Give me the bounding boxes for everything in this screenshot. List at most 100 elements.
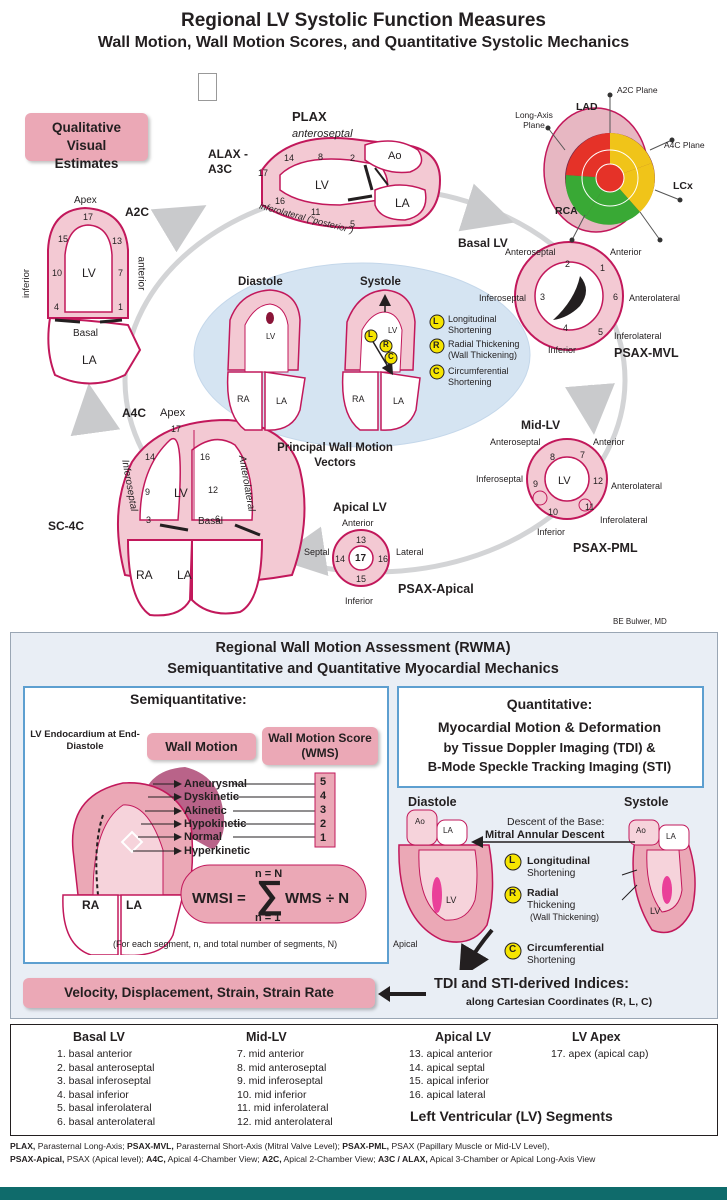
quant-longitudinal: Longitudinal bbox=[527, 855, 590, 867]
apical-list: 13. apical anterior 14. apical septal 15… bbox=[409, 1048, 492, 1102]
a2c-anterior: anterior bbox=[135, 256, 147, 291]
list-item: 15. apical inferior bbox=[409, 1075, 489, 1087]
quant-circ-shortening: Shortening bbox=[527, 955, 576, 966]
apical-seg-15: 15 bbox=[356, 574, 367, 584]
abbr-def: Parasternal Short-Axis (Mitral Valve Lev… bbox=[173, 1141, 343, 1151]
quant-d-lv: LV bbox=[446, 895, 457, 905]
quant-d-la: LA bbox=[443, 826, 453, 835]
grade-4: Normal bbox=[184, 831, 222, 843]
coronary-bullseye bbox=[543, 92, 683, 243]
semi-ra: RA bbox=[82, 898, 100, 912]
basal-inferoseptal: Inferoseptal bbox=[479, 293, 527, 303]
a2c-inferior: inferior bbox=[21, 268, 33, 299]
mid-anteroseptal: Anteroseptal bbox=[490, 437, 541, 447]
grade-5: Hyperkinetic bbox=[184, 845, 251, 857]
basal-anterolateral: Anterolateral bbox=[629, 293, 681, 303]
abbr-def: Apical 4-Chamber View; bbox=[165, 1154, 263, 1164]
mid-seg-12: 12 bbox=[593, 476, 604, 486]
qualitative-label: Qualitative Visual Estimates bbox=[25, 113, 148, 171]
blank-box bbox=[198, 73, 217, 101]
abbr-term: PLAX, bbox=[10, 1141, 36, 1151]
a2c-seg-13: 13 bbox=[112, 236, 123, 246]
descent-label: Descent of the Base: bbox=[507, 816, 605, 828]
apical-lateral: Lateral bbox=[396, 547, 424, 557]
mid-inferoseptal: Inferoseptal bbox=[476, 474, 524, 484]
plax-view bbox=[261, 137, 442, 230]
plax-seg-5: 5 bbox=[350, 219, 356, 229]
indices-subtitle: along Cartesian Coordinates (R, L, C) bbox=[466, 996, 653, 1008]
apical-psax bbox=[332, 529, 390, 587]
diastole-label: Diastole bbox=[238, 276, 283, 288]
plax-seg-11: 11 bbox=[311, 207, 321, 217]
vec-r-inline: R bbox=[383, 340, 389, 349]
basal-psax bbox=[514, 241, 624, 351]
quant-apical: Apical bbox=[393, 939, 418, 949]
indices-arrow bbox=[378, 986, 426, 1002]
a2c-basal: Basal bbox=[73, 328, 99, 339]
list-item: 5. basal inferolateral bbox=[57, 1102, 152, 1114]
mid-seg-11: 11 bbox=[585, 502, 595, 512]
basal-anteroseptal: Anteroseptal bbox=[505, 247, 556, 257]
a4c-seg-14: 14 bbox=[145, 452, 156, 462]
plax-seg-2: 2 bbox=[350, 153, 356, 163]
list-item: 13. apical anterior bbox=[409, 1048, 493, 1060]
list-item: 4. basal inferior bbox=[57, 1088, 129, 1101]
quant-d-ao: Ao bbox=[415, 817, 425, 826]
psax-mvl-label: PSAX-MVL bbox=[614, 346, 679, 360]
basal-list: 1. basal anterior 2. basal anteroseptal … bbox=[57, 1048, 155, 1129]
quant-thickening: Thickening bbox=[527, 900, 576, 911]
ring-arrow-4 bbox=[70, 383, 121, 437]
basal-lv-label: Basal LV bbox=[458, 236, 508, 250]
a4c-ra: RA bbox=[136, 568, 153, 582]
sum-bottom: n = 1 bbox=[255, 912, 281, 924]
credit-text: BE Bulwer, MD bbox=[613, 617, 667, 626]
mid-lv: LV bbox=[558, 475, 571, 487]
basal-seg-4: 4 bbox=[563, 323, 569, 333]
qualitative-text: Qualitative Visual Estimates bbox=[51, 120, 122, 171]
quant-systole: Systole bbox=[624, 795, 669, 809]
abbr-def: Apical 3-Chamber or Apical Long-Axis Vie… bbox=[427, 1154, 596, 1164]
mid-seg-9: 9 bbox=[533, 479, 539, 489]
plax-label: PLAX bbox=[292, 109, 327, 124]
a2c-seg-10: 10 bbox=[52, 268, 63, 278]
vec-s-la: LA bbox=[393, 396, 405, 406]
endo-label: LV Endocardium at End-Diastole bbox=[30, 729, 140, 752]
plax-seg-8: 8 bbox=[318, 152, 324, 162]
rwma-subtitle: Semiquantitative and Quantitative Myocar… bbox=[167, 661, 559, 677]
plax-la: LA bbox=[395, 196, 410, 210]
vec-d-lv: LV bbox=[266, 332, 276, 341]
basal-inferior: Inferior bbox=[548, 345, 577, 355]
diastole-heart bbox=[226, 289, 306, 431]
a2c-label: A2C bbox=[125, 205, 150, 219]
vec-l-marker: L bbox=[433, 316, 439, 326]
wms-box: Wall Motion Score (WMS) bbox=[262, 727, 378, 765]
a2c-seg-7: 7 bbox=[118, 268, 124, 278]
abbr-def: Parasternal Long-Axis; bbox=[35, 1141, 128, 1151]
basal-seg-1: 1 bbox=[600, 263, 606, 273]
abbr-term: A2C, bbox=[262, 1154, 282, 1164]
systole-label: Systole bbox=[360, 276, 401, 288]
list-item: 3. basal inferoseptal bbox=[57, 1075, 151, 1087]
list-item: 12. mid anterolateral bbox=[237, 1115, 333, 1128]
score-2: 3 bbox=[320, 804, 327, 816]
apical-heading: Apical LV bbox=[435, 1030, 492, 1044]
page-title: Regional LV Systolic Function Measures bbox=[181, 10, 546, 31]
basal-seg-6: 6 bbox=[613, 292, 619, 302]
basal-inferolateral: Inferolateral bbox=[614, 331, 662, 341]
views-diagram bbox=[47, 92, 683, 617]
a4c-apex: Apex bbox=[160, 407, 186, 419]
quant-l-marker: L bbox=[509, 855, 516, 866]
a4c-plane-label: A4C Plane bbox=[664, 140, 705, 150]
indices-title: TDI and STI-derived Indices: bbox=[434, 976, 629, 992]
lad-label: LAD bbox=[576, 101, 598, 113]
svg-text:∑: ∑ bbox=[256, 874, 283, 916]
lcx-label: LCx bbox=[673, 180, 693, 192]
abbr-term: A3C / ALAX, bbox=[377, 1154, 428, 1164]
a2c-plane-label: A2C Plane bbox=[617, 85, 658, 95]
mid-list: 7. mid anterior 8. mid anteroseptal 9. m… bbox=[237, 1048, 333, 1129]
wmsi-label: WMSI = bbox=[192, 890, 246, 907]
basal-seg-2: 2 bbox=[565, 259, 571, 269]
mid-seg-7: 7 bbox=[580, 450, 586, 460]
mid-anterior: Anterior bbox=[593, 437, 625, 447]
plax-seg-14: 14 bbox=[284, 153, 295, 163]
